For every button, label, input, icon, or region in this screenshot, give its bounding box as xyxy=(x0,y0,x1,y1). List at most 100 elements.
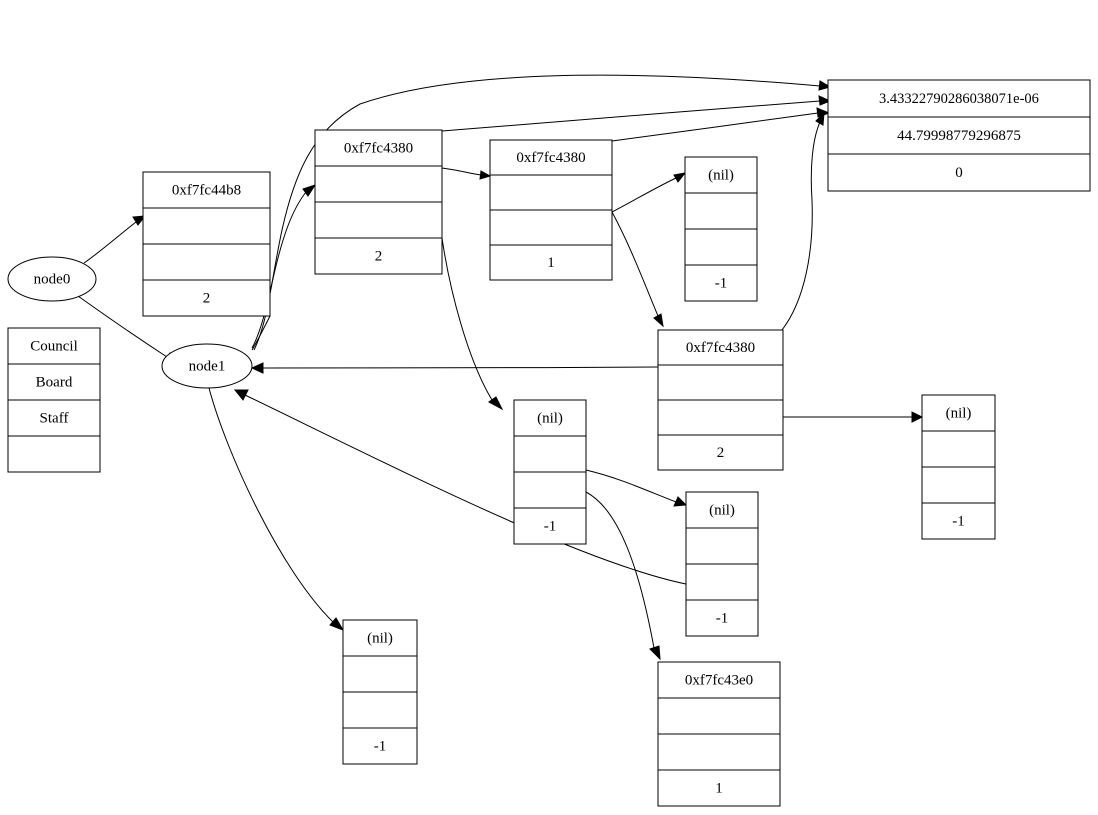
record-node[interactable]: 0xf7fc4380 2 xyxy=(314,129,443,275)
record-cell-label: 1 xyxy=(715,780,723,796)
record-cell-label: (nil) xyxy=(708,167,734,183)
record-cell xyxy=(142,279,271,317)
ellipse-node-label: node1 xyxy=(189,358,226,374)
record-cell-label: Council xyxy=(30,338,78,354)
record-cell xyxy=(684,192,758,230)
record-cell xyxy=(513,399,587,437)
record-node[interactable]: (nil) -1 xyxy=(921,394,996,540)
record-cell-label: 0 xyxy=(955,165,963,181)
record-cell-label: 2 xyxy=(717,445,725,461)
record-cell-label: -1 xyxy=(715,275,728,291)
record-cell-label: 2 xyxy=(203,290,211,306)
record-cell xyxy=(314,129,443,167)
record-cell xyxy=(513,507,587,545)
ellipse-node-node1[interactable]: node1 xyxy=(161,343,253,389)
edge-f7fc4380c-to-node1 xyxy=(250,362,659,374)
record-cell xyxy=(685,563,759,601)
record-cell-label: 0xf7fc4380 xyxy=(344,140,413,156)
record-node[interactable]: 0xf7fc43e0 1 xyxy=(657,661,781,807)
record-cell xyxy=(342,691,418,729)
record-cell xyxy=(827,153,1091,192)
record-cell xyxy=(7,363,101,401)
record-cell-label: -1 xyxy=(952,513,965,529)
record-cell xyxy=(342,655,418,693)
edge-node0-to-f7fc44b8 xyxy=(83,215,147,264)
record-node[interactable]: 0xf7fc4380 1 xyxy=(489,139,613,281)
record-cell xyxy=(684,228,758,266)
record-node[interactable]: (nil)-1 xyxy=(513,399,587,545)
record-cell-label: (nil) xyxy=(946,405,972,421)
edge-f7fc4380b-to-nil-top xyxy=(611,172,687,213)
record-nodes-layer: CouncilBoardStaff0xf7fc44b820xf7fc438020… xyxy=(7,79,1091,807)
record-cell-label: 2 xyxy=(375,248,383,264)
ellipse-node-node0[interactable]: node0 xyxy=(7,256,97,302)
edges-layer xyxy=(77,74,924,661)
record-cell xyxy=(827,79,1091,118)
record-cell xyxy=(657,399,784,436)
record-cell xyxy=(657,329,784,366)
edge-f7fc4380c-to-nil-right xyxy=(782,411,924,423)
record-node[interactable]: (nil) -1 xyxy=(342,619,418,765)
record-cell-label: 44.79998779296875 xyxy=(897,128,1021,144)
record-cell xyxy=(513,471,587,509)
record-cell-label: Board xyxy=(36,374,73,390)
record-cell xyxy=(657,769,781,807)
record-cell-label: 0xf7fc43e0 xyxy=(685,672,753,688)
edge-node1-to-f7fc4380a xyxy=(251,184,317,349)
record-cell-label: 0xf7fc44b8 xyxy=(172,182,241,198)
record-cell xyxy=(314,237,443,275)
record-cell xyxy=(7,435,101,473)
edge-node1-to-float-top xyxy=(253,74,832,351)
record-node[interactable]: 0xf7fc44b8 2 xyxy=(142,171,271,317)
edge-nil-mid-to-f7fc43e0 xyxy=(585,491,661,661)
edge-f7fc4380b-to-f7fc4380c xyxy=(611,211,664,328)
record-cell xyxy=(684,156,758,194)
record-cell xyxy=(657,733,781,771)
record-cell xyxy=(314,201,443,239)
record-cell xyxy=(685,491,759,529)
record-cell-label: 1 xyxy=(547,255,555,271)
record-cell-label: -1 xyxy=(374,738,387,754)
record-cell xyxy=(684,264,758,302)
record-cell-label: 3.43322790286038071e-06 xyxy=(879,91,1039,107)
record-cell-label: -1 xyxy=(544,518,557,534)
edge-node1-to-nil-bottom-left xyxy=(208,387,345,631)
record-cell xyxy=(921,394,996,432)
record-cell xyxy=(342,727,418,765)
record-cell xyxy=(7,399,101,437)
record-cell xyxy=(489,139,613,176)
record-node[interactable]: (nil) -1 xyxy=(684,156,758,302)
record-cell xyxy=(657,697,781,735)
edge-f7fc4380a-to-float-top xyxy=(441,95,832,132)
record-node[interactable]: (nil) -1 xyxy=(685,491,759,637)
record-cell xyxy=(921,466,996,504)
record-node[interactable]: 3.43322790286038071e-06 44.79998779296875… xyxy=(827,79,1091,192)
record-cell-label: -1 xyxy=(716,610,729,626)
edge-nil-mid-to-nil-mid2 xyxy=(585,469,688,507)
edge-f7fc4380b-to-float-top xyxy=(611,107,831,142)
record-cell xyxy=(489,209,613,246)
record-cell-label: Staff xyxy=(40,410,69,426)
record-cell xyxy=(342,619,418,657)
record-cell-label: 0xf7fc4380 xyxy=(516,150,585,166)
record-cell xyxy=(685,527,759,565)
record-cell xyxy=(142,171,271,209)
record-cell xyxy=(657,364,784,401)
edge-f7fc4380a-to-nil-mid xyxy=(441,237,504,411)
record-cell xyxy=(513,435,587,473)
ellipse-nodes-layer: node0 node1 xyxy=(7,256,253,389)
record-cell-label: (nil) xyxy=(367,630,393,646)
ellipse-shape xyxy=(7,256,97,302)
record-cell xyxy=(921,502,996,540)
edge-f7fc4380a-to-f7fc4380b xyxy=(441,167,492,180)
record-cell xyxy=(314,165,443,203)
record-cell-label: (nil) xyxy=(709,502,735,518)
record-cell xyxy=(142,207,271,245)
record-cell xyxy=(921,430,996,468)
ellipse-node-label: node0 xyxy=(34,271,71,287)
record-cell xyxy=(489,244,613,281)
